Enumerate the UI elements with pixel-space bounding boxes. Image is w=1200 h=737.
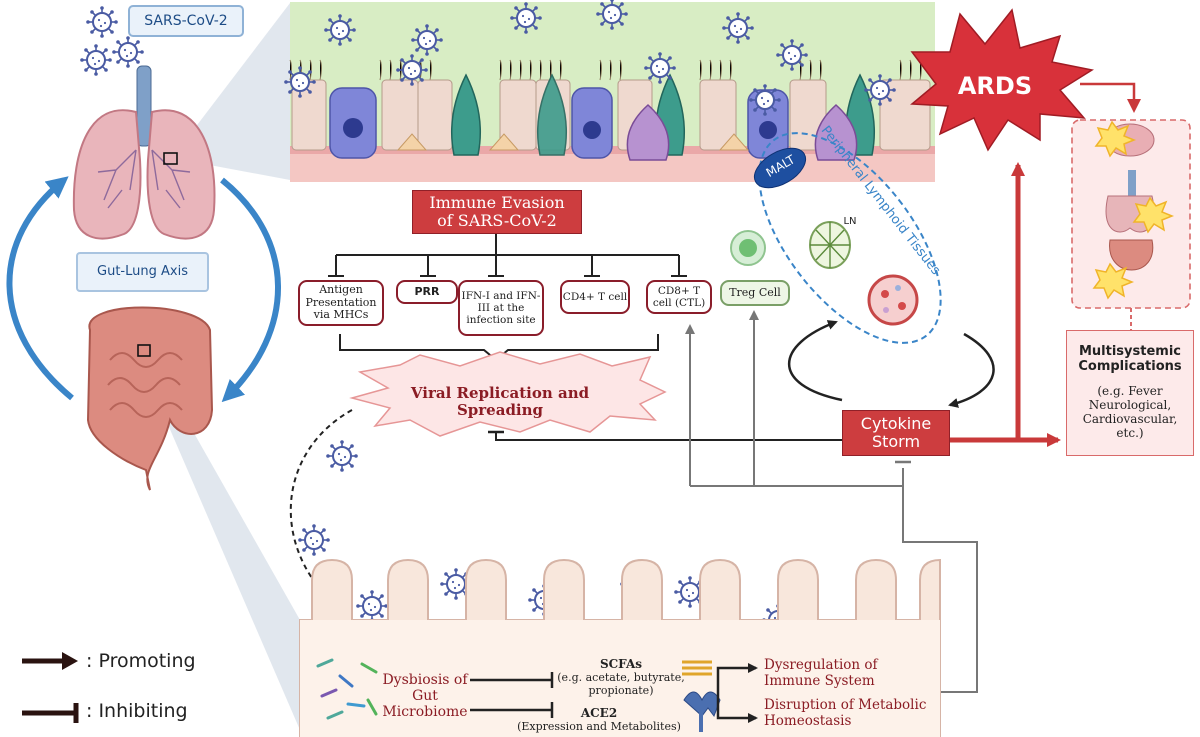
ln-label: LN <box>843 216 857 228</box>
viral-replication-burst <box>349 351 667 437</box>
gut-microbes <box>316 658 378 720</box>
immune-evasion-label: Immune Evasion of SARS-CoV-2 <box>412 190 582 234</box>
gut-zoom-wedge <box>140 352 300 730</box>
malt-ellipse <box>753 147 807 189</box>
cycle-arrow-down <box>948 332 995 408</box>
blood-vessel-illustration <box>867 274 919 326</box>
lung-epithelium-panel <box>289 2 935 182</box>
lungs-illustration <box>72 65 216 240</box>
dysregulation-label: Dysregulation of Immune System <box>764 657 878 689</box>
scfa-icon <box>682 660 712 676</box>
multisystemic-title: Multisystemic Complications <box>1078 344 1182 375</box>
scfas-detail: (e.g. acetate, butyrate, propionate) <box>557 671 685 697</box>
ace2-title: ACE2 <box>580 705 618 720</box>
gut-lung-axis-label: Gut-Lung Axis <box>76 252 209 292</box>
legend-promoting: : Promoting <box>86 650 196 673</box>
scfas-block: SCFAs (e.g. acetate, butyrate, propionat… <box>556 656 686 700</box>
legend-arrows <box>22 652 79 723</box>
treg-label: Treg Cell <box>720 280 790 306</box>
lymphoid-ellipse <box>758 132 942 344</box>
cd8-box: CD8+ T cell (CTL) <box>646 280 712 314</box>
ace2-detail: (Expression and Metabolites) <box>517 719 681 733</box>
dysbiosis-label: Dysbiosis of Gut Microbiome <box>382 671 468 721</box>
gut-relationship-arrows <box>470 663 758 723</box>
virus-label: SARS-CoV-2 <box>128 5 244 37</box>
multisystemic-detail: (e.g. Fever Neurological, Cardiovascular… <box>1082 384 1178 440</box>
viral-replication-label: Viral Replication and Spreading <box>410 383 590 419</box>
ace2-receptor-icon <box>683 691 721 732</box>
antigen-box: Antigen Presentation via MHCs <box>298 280 384 326</box>
ifn-box: IFN-I and IFN-III at the infection site <box>458 280 544 336</box>
multisystemic-box: Multisystemic Complications (e.g. Fever … <box>1066 330 1194 456</box>
legend-inhibiting: : Inhibiting <box>86 700 188 723</box>
scfas-title: SCFAs <box>599 657 643 672</box>
cycle-arrow-up <box>787 320 843 402</box>
cd4-box: CD4+ T cell <box>560 280 630 314</box>
red-arrows <box>950 82 1141 447</box>
treg-cell-illustration <box>730 230 766 266</box>
cytokine-storm-label: Cytokine Storm <box>842 410 950 456</box>
lung-arrow-up <box>6 176 74 401</box>
gut-arrow-down <box>220 177 281 403</box>
gut-illustration <box>86 306 214 491</box>
ards-burst <box>910 8 1094 152</box>
ards-label: ARDS <box>957 72 1033 101</box>
organs-illustration <box>1092 120 1175 300</box>
prr-box: PRR <box>396 280 458 304</box>
replication-to-dysbiosis-arrow <box>289 409 414 678</box>
disruption-label: Disruption of Metabolic Homeostasis <box>764 697 927 729</box>
gut-villi-panel <box>299 558 941 737</box>
lymph-node-illustration <box>809 221 851 269</box>
ace2-block: ACE2 (Expression and Metabolites) <box>504 704 694 736</box>
